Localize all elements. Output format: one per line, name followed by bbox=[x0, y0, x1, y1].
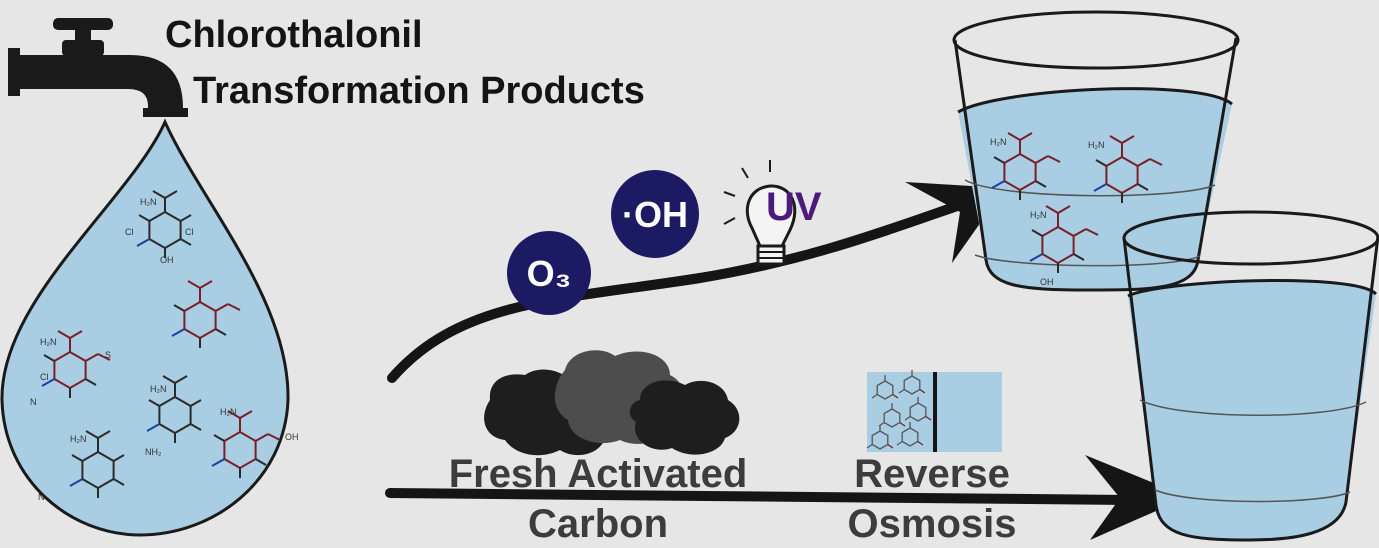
svg-text:H₂N: H₂N bbox=[70, 434, 87, 444]
svg-text:H₂N: H₂N bbox=[140, 197, 157, 207]
svg-text:N: N bbox=[38, 492, 45, 502]
svg-text:OH: OH bbox=[285, 432, 299, 442]
activated-carbon-icon bbox=[484, 350, 740, 456]
ozone-label: O₃ bbox=[527, 253, 572, 294]
droplet-molecules: H₂N Cl Cl OH H₂N S Cl N H₂N NH₂ H₂N N H₂… bbox=[30, 190, 299, 502]
activated-carbon-label-line-2: Carbon bbox=[528, 502, 668, 546]
reverse-osmosis-label-line-1: Reverse bbox=[854, 452, 1010, 496]
svg-text:Cl: Cl bbox=[40, 372, 49, 382]
drinking-glass-icon bbox=[952, 10, 1240, 292]
svg-text:S: S bbox=[105, 350, 111, 360]
water-droplet bbox=[0, 118, 290, 537]
svg-text:H₂N: H₂N bbox=[150, 384, 167, 394]
ozone-badge: O₃ bbox=[507, 231, 591, 315]
svg-text:OH: OH bbox=[160, 255, 174, 265]
svg-text:H₂N: H₂N bbox=[220, 407, 237, 417]
activated-carbon-label-line-1: Fresh Activated bbox=[449, 452, 748, 496]
filtration-arrow bbox=[385, 455, 1188, 540]
svg-text:Cl: Cl bbox=[185, 227, 194, 237]
drinking-glass-icon bbox=[1122, 210, 1379, 542]
membrane-icon bbox=[866, 369, 1002, 452]
svg-text:N: N bbox=[30, 397, 37, 407]
svg-text:OH: OH bbox=[1040, 277, 1054, 287]
lightbulb-icon bbox=[723, 160, 797, 266]
reverse-osmosis-label-line-2: Osmosis bbox=[848, 502, 1017, 546]
faucet-icon bbox=[8, 18, 188, 117]
title-line-1: Chlorothalonil bbox=[165, 14, 423, 56]
svg-text:H₂N: H₂N bbox=[990, 137, 1007, 147]
svg-text:H₂N: H₂N bbox=[1030, 210, 1047, 220]
svg-text:H₂N: H₂N bbox=[1088, 140, 1105, 150]
svg-text:NH₂: NH₂ bbox=[145, 447, 162, 457]
hydroxyl-radical-badge: ·OH bbox=[611, 170, 699, 258]
svg-text:Cl: Cl bbox=[125, 227, 134, 237]
svg-text:H₂N: H₂N bbox=[40, 337, 57, 347]
glass-molecules: H₂N H₂N H₂N OH bbox=[990, 132, 1163, 287]
hydroxyl-label: ·OH bbox=[622, 194, 688, 235]
uv-label: UV bbox=[766, 185, 822, 229]
title-line-2: Transformation Products bbox=[193, 70, 645, 112]
